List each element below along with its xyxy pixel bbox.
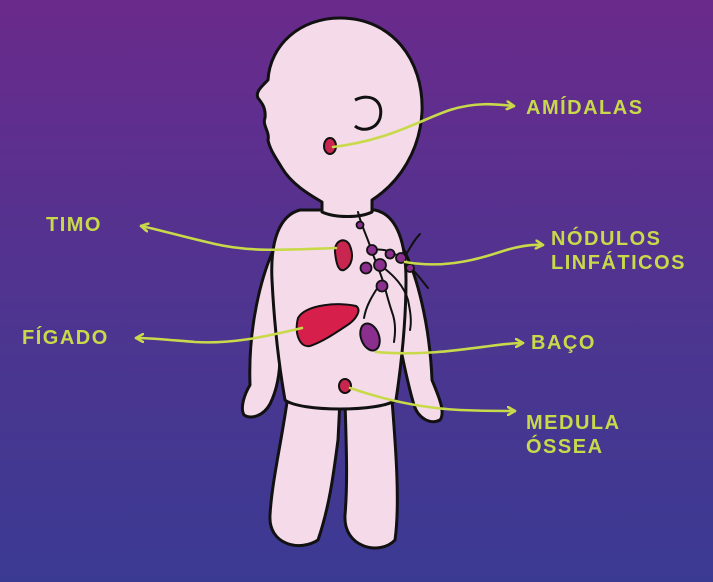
ear [355,97,381,129]
label-medula-line1: MEDULA [526,411,621,435]
label-figado: FÍGADO [22,326,109,350]
right-leg [345,400,397,548]
label-nodulos-line2: LINFÁTICOS [551,251,686,275]
label-amidalas: AMÍDALAS [526,96,644,120]
label-amidalas-text: AMÍDALAS [526,96,644,120]
label-medula-ossea: MEDULA ÓSSEA [526,411,621,459]
label-nodulos-linfaticos: NÓDULOS LINFÁTICOS [551,227,686,275]
label-timo-text: TIMO [46,213,102,237]
label-baco-text: BAÇO [531,331,596,355]
label-figado-text: FÍGADO [22,326,109,350]
label-nodulos-line1: NÓDULOS [551,227,686,251]
head [257,18,422,217]
left-leg [270,395,340,546]
bone-marrow-organ [339,379,351,393]
label-baco: BAÇO [531,331,596,355]
label-medula-line2: ÓSSEA [526,435,621,459]
child-silhouette [242,18,442,548]
label-timo: TIMO [46,213,102,237]
thymus-organ [335,240,352,270]
arrow-nodulos [405,245,543,265]
